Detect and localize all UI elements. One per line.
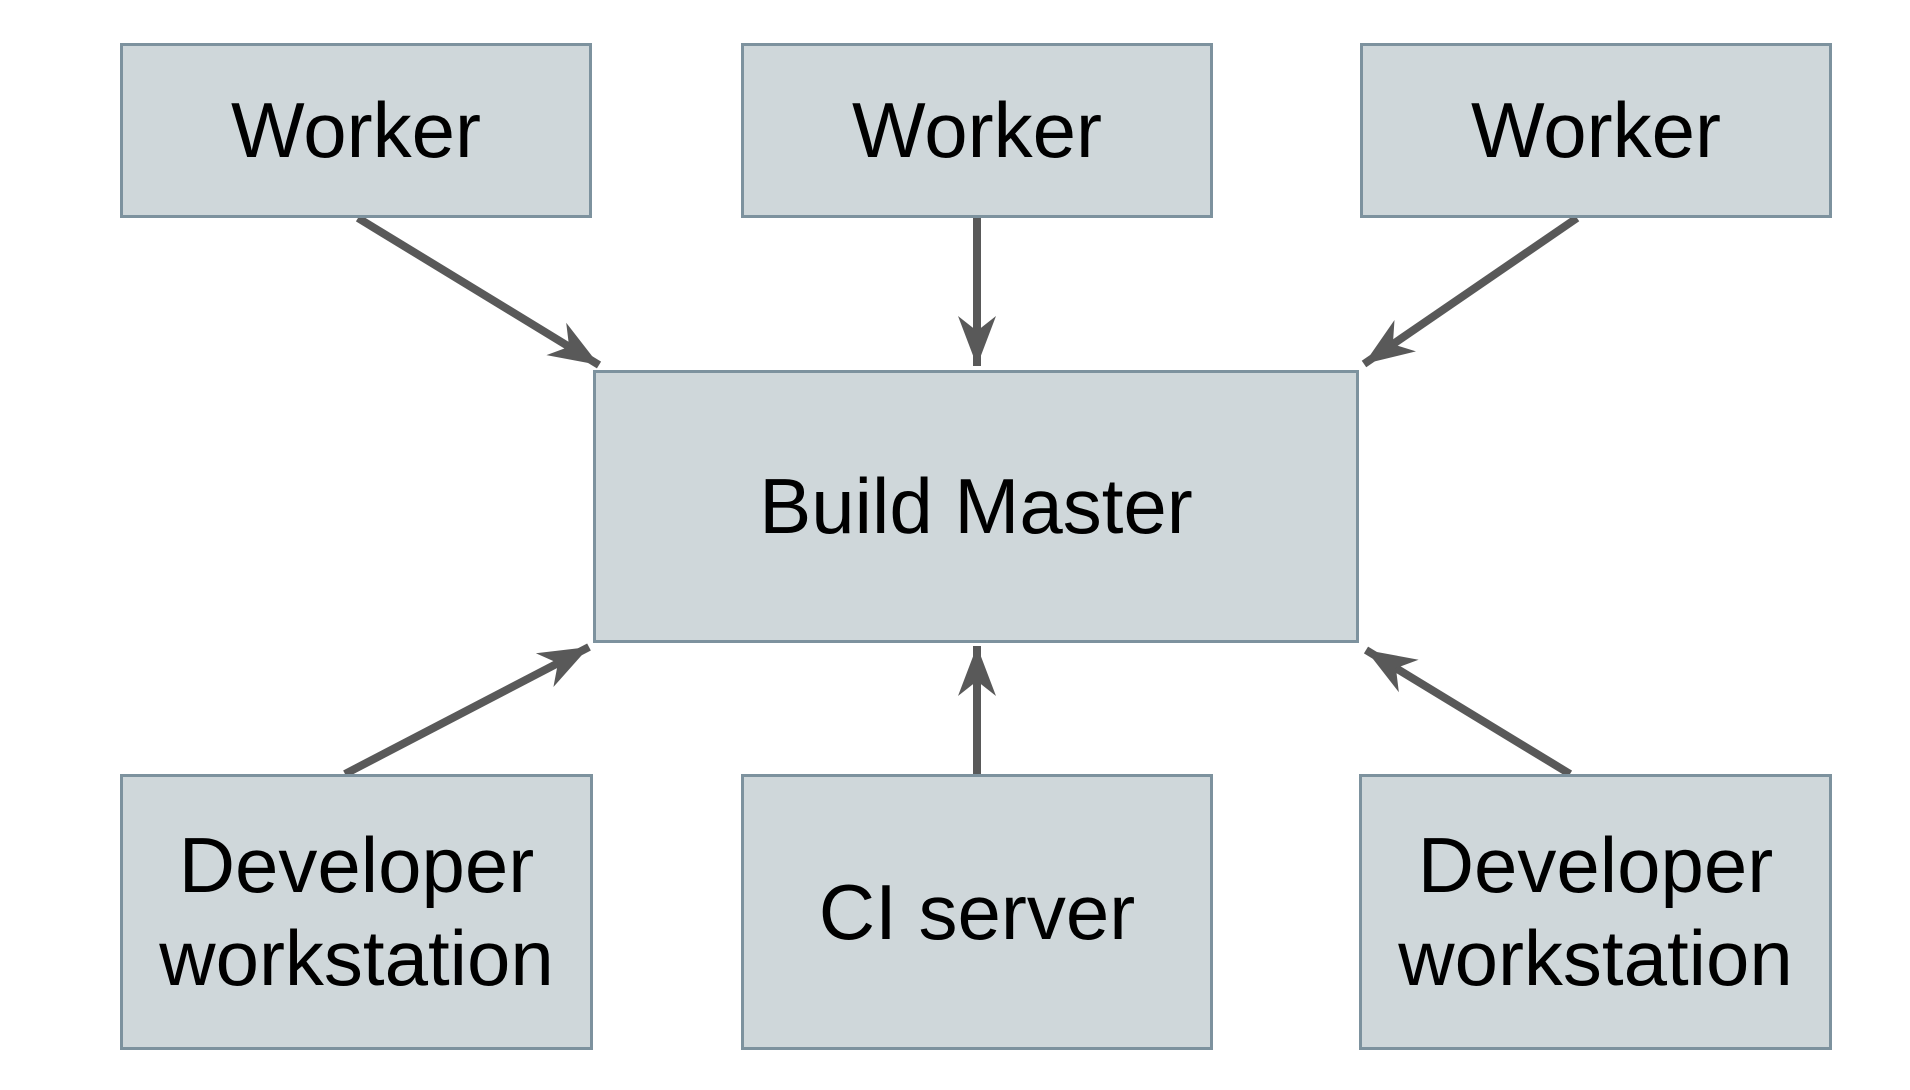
arrow-worker-3-to-build-master: [1361, 214, 1580, 368]
node-dev-left: Developer workstation: [120, 774, 593, 1050]
node-dev-right: Developer workstation: [1359, 774, 1832, 1050]
node-worker-3: Worker: [1360, 43, 1832, 218]
node-label: Worker: [231, 86, 481, 175]
arrow-worker-1-to-build-master: [355, 214, 602, 369]
node-worker-2: Worker: [741, 43, 1213, 218]
node-ci-server: CI server: [741, 774, 1213, 1050]
node-worker-1: Worker: [120, 43, 592, 218]
node-label: CI server: [818, 867, 1136, 956]
node-build-master: Build Master: [593, 370, 1359, 643]
node-label: Developer workstation: [159, 821, 554, 1002]
node-label: Worker: [1471, 86, 1721, 175]
arrow-dev-left-to-build-master: [343, 643, 591, 778]
arrow-dev-right-to-build-master: [1363, 646, 1573, 778]
node-label: Build Master: [759, 462, 1193, 551]
node-label: Developer workstation: [1398, 821, 1793, 1002]
node-label: Worker: [852, 86, 1102, 175]
